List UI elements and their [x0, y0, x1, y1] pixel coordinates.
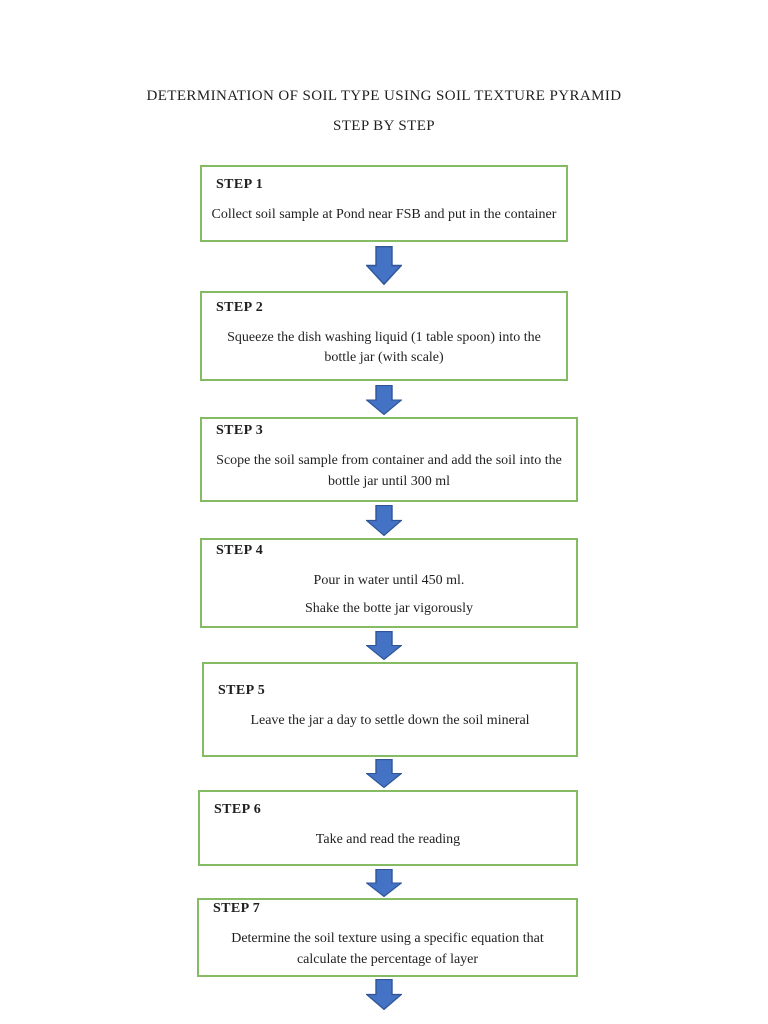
step-7-label: STEP 7	[213, 901, 261, 917]
page-title: DETERMINATION OF SOIL TYPE USING SOIL TE…	[146, 88, 622, 104]
down-arrow-icon	[366, 246, 402, 285]
step-5-label: STEP 5	[218, 683, 266, 699]
step-3-body: Scope the soil sample from container and…	[210, 447, 568, 496]
step-6-body: Take and read the reading	[208, 826, 568, 854]
step-3-box: STEP 3 Scope the soil sample from contai…	[200, 417, 578, 502]
down-arrow-icon	[366, 631, 402, 660]
step-7-text: Determine the soil texture using a speci…	[231, 931, 544, 967]
step-6-text: Take and read the reading	[315, 831, 461, 847]
step-4-label: STEP 4	[216, 542, 264, 558]
step-1-body: Collect soil sample at Pond near FSB and…	[210, 201, 558, 229]
down-arrow-icon	[366, 979, 402, 1010]
step-7-body: Determine the soil texture using a speci…	[207, 925, 568, 974]
step-1-box: STEP 1 Collect soil sample at Pond near …	[200, 165, 568, 242]
step-5-body: Leave the jar a day to settle down the s…	[212, 707, 568, 735]
step-1-text: Collect soil sample at Pond near FSB and…	[211, 207, 557, 223]
step-4-box: STEP 4 Pour in water until 450 ml. Shake…	[200, 538, 578, 628]
step-1-label: STEP 1	[216, 177, 264, 193]
step-2-body: Squeeze the dish washing liquid (1 table…	[210, 324, 558, 373]
step-3-text: Scope the soil sample from container and…	[216, 453, 562, 489]
down-arrow-icon	[366, 869, 402, 897]
down-arrow-icon	[366, 759, 402, 788]
down-arrow-icon	[366, 385, 402, 415]
step-2-text: Squeeze the dish washing liquid (1 table…	[227, 329, 541, 365]
step-3-label: STEP 3	[216, 423, 264, 439]
down-arrow-icon	[366, 505, 402, 536]
step-6-label: STEP 6	[214, 801, 262, 817]
page-subtitle: STEP BY STEP	[332, 118, 436, 134]
step-2-label: STEP 2	[216, 299, 264, 315]
step-6-box: STEP 6 Take and read the reading	[198, 790, 578, 866]
step-4-text-1: Pour in water until 450 ml.	[313, 572, 465, 588]
step-2-box: STEP 2 Squeeze the dish washing liquid (…	[200, 291, 568, 381]
step-5-text: Leave the jar a day to settle down the s…	[250, 713, 530, 729]
step-4-text-2: Shake the botte jar vigorously	[305, 601, 473, 616]
step-7-box: STEP 7 Determine the soil texture using …	[197, 898, 578, 977]
step-4-body: Pour in water until 450 ml. Shake the bo…	[210, 567, 568, 624]
step-5-box: STEP 5 Leave the jar a day to settle dow…	[202, 662, 578, 757]
